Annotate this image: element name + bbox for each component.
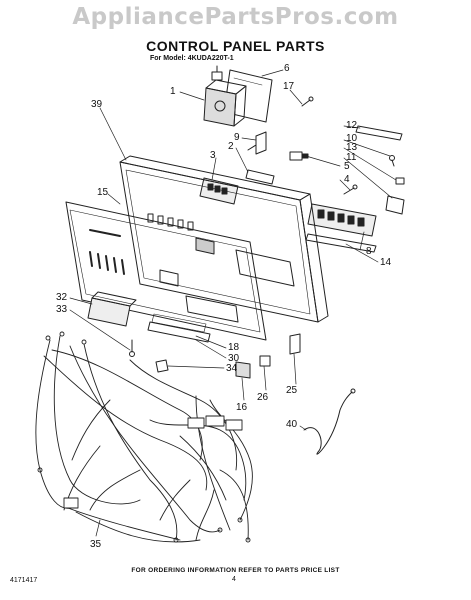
part-18-trim bbox=[147, 313, 211, 343]
callout-35: 35 bbox=[90, 539, 102, 550]
callout-30: 30 bbox=[228, 353, 240, 364]
part-40-sensor-wire bbox=[303, 388, 356, 455]
model-number: For Model: 4KUDA220T-1 bbox=[150, 55, 234, 62]
diagram-title: CONTROL PANEL PARTS bbox=[146, 38, 325, 54]
callout-16: 16 bbox=[236, 402, 248, 413]
callout-15: 15 bbox=[97, 187, 109, 198]
callout-17: 17 bbox=[283, 81, 295, 92]
callout-26: 26 bbox=[257, 392, 269, 403]
part-17-screw bbox=[301, 96, 314, 107]
leader-lines bbox=[69, 69, 397, 537]
callout-12: 12 bbox=[346, 120, 358, 131]
part-5-knob bbox=[289, 151, 309, 161]
callout-11: 11 bbox=[346, 152, 357, 163]
part-16-knob bbox=[235, 361, 251, 379]
site-watermark: AppliancePartsPros.com bbox=[72, 4, 399, 30]
part-1-timer bbox=[203, 65, 247, 127]
callout-40: 40 bbox=[286, 419, 298, 430]
callout-14: 14 bbox=[380, 257, 392, 268]
part-8-switch-assembly bbox=[307, 203, 377, 237]
document-number: 4171417 bbox=[10, 577, 38, 584]
ordering-instruction: FOR ORDERING INFORMATION REFER TO PARTS … bbox=[131, 567, 340, 574]
part-4-screw bbox=[343, 184, 358, 195]
part-15-front-panel bbox=[65, 201, 267, 341]
part-10-screw bbox=[389, 155, 395, 167]
callout-2: 2 bbox=[228, 141, 234, 152]
callout-18: 18 bbox=[228, 342, 240, 353]
part-3-switch bbox=[199, 177, 239, 205]
callout-10: 10 bbox=[346, 133, 358, 144]
part-9-bracket bbox=[247, 131, 267, 155]
part-25-bracket bbox=[289, 333, 301, 355]
page-number: 4 bbox=[232, 576, 236, 583]
callout-8: 8 bbox=[366, 246, 372, 257]
callout-13: 13 bbox=[346, 142, 358, 153]
callout-6: 6 bbox=[284, 63, 290, 74]
callout-9: 9 bbox=[234, 132, 240, 143]
part-34-clip bbox=[155, 359, 169, 373]
callout-3: 3 bbox=[210, 150, 216, 161]
callout-34: 34 bbox=[226, 363, 238, 374]
callout-1: 1 bbox=[170, 86, 176, 97]
part-35-wiring-harness bbox=[35, 331, 253, 543]
part-26-knob bbox=[259, 355, 271, 367]
callout-25: 25 bbox=[286, 385, 298, 396]
part-11-clip bbox=[385, 177, 405, 215]
callout-5: 5 bbox=[344, 161, 350, 172]
part-2-switch bbox=[245, 169, 275, 185]
part-32-lens bbox=[87, 291, 137, 357]
part-39-panel-housing bbox=[119, 155, 329, 323]
callout-33: 33 bbox=[56, 304, 68, 315]
part-12-bracket bbox=[355, 125, 403, 141]
callout-32: 32 bbox=[56, 292, 68, 303]
part-14-strip bbox=[305, 233, 377, 253]
callout-4: 4 bbox=[344, 174, 350, 185]
callout-39: 39 bbox=[91, 99, 103, 110]
